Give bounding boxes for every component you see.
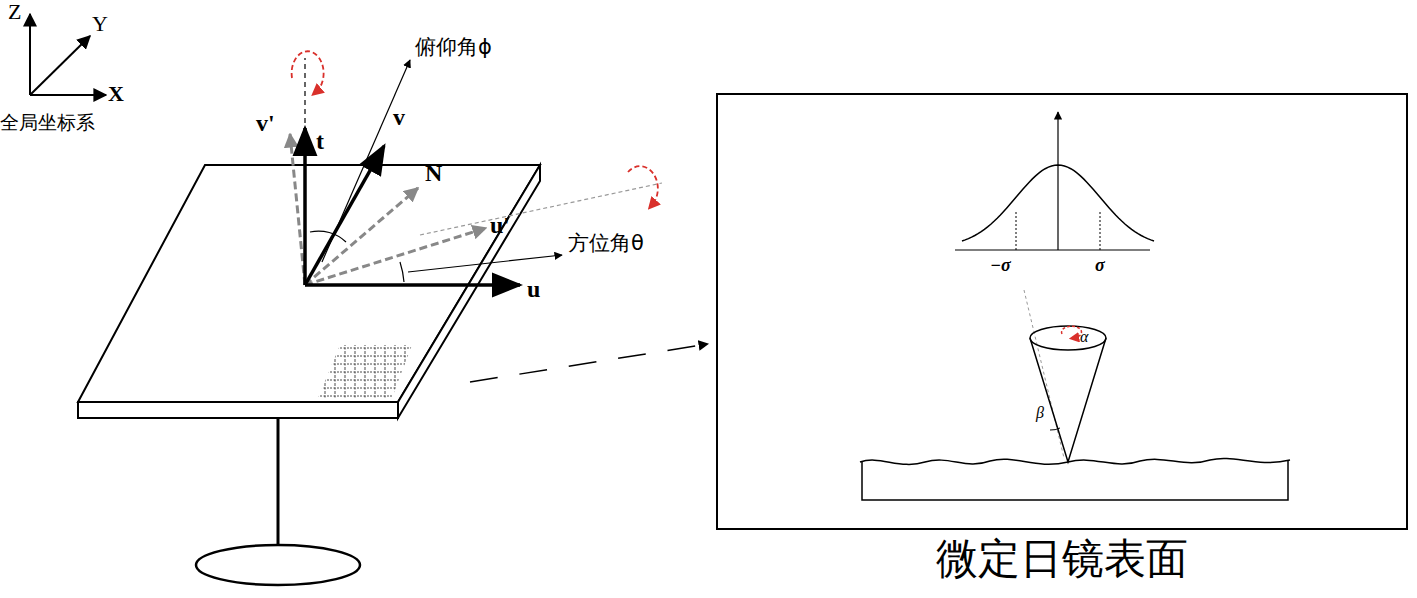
label: N <box>425 160 442 186</box>
label: 全局坐标系 <box>0 112 95 133</box>
label: Z <box>8 0 21 24</box>
inset-box: 微定日镜表面 <box>716 93 1408 530</box>
label: 俯仰角ϕ <box>415 36 492 59</box>
label: Y <box>92 12 108 36</box>
label: v <box>393 104 405 130</box>
label: v' <box>256 110 275 136</box>
label: 方位角θ <box>568 232 644 255</box>
label: α <box>1080 328 1088 346</box>
label: −σ <box>990 256 1011 276</box>
label: t <box>316 128 324 154</box>
label: u' <box>490 212 510 238</box>
heliostat-stand <box>196 418 360 585</box>
label: β <box>1036 404 1044 422</box>
caption-heading: 微定日镜表面 <box>936 536 1188 582</box>
label: σ <box>1095 256 1105 276</box>
label: u <box>527 276 540 302</box>
label: X <box>108 82 124 106</box>
heliostat-plate <box>78 165 540 418</box>
inset-figure <box>860 112 1290 500</box>
vectors <box>290 51 708 382</box>
